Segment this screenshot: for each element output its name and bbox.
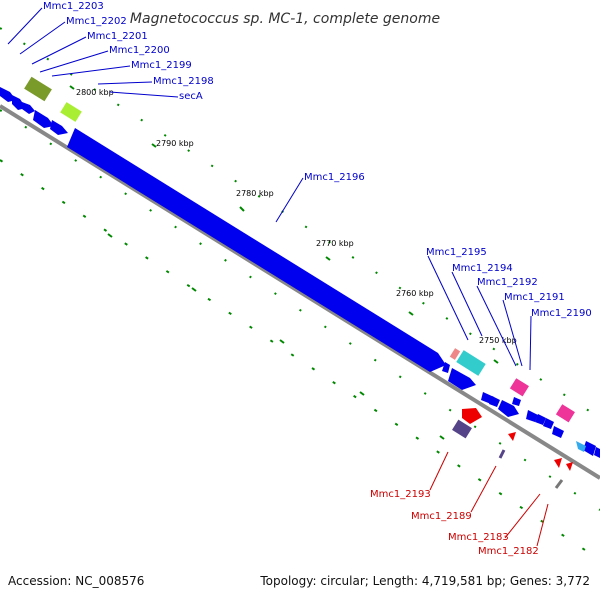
genome-backbone bbox=[0, 104, 600, 480]
gene-arrow bbox=[442, 362, 450, 373]
label-mmc1-2200: Mmc1_2200 bbox=[109, 45, 170, 56]
tick-label-2750: 2750 kbp bbox=[479, 336, 517, 345]
gene-purple bbox=[452, 419, 472, 439]
gene-arrow bbox=[512, 397, 521, 406]
label-mmc1-2196: Mmc1_2196 bbox=[304, 172, 365, 183]
label-mmc1-2183: Mmc1_2183 bbox=[448, 532, 509, 543]
gene-salmon bbox=[449, 348, 461, 360]
tick-label-2760: 2760 kbp bbox=[396, 289, 434, 298]
gene-arrow bbox=[583, 441, 596, 456]
label-mmc1-2199: Mmc1_2199 bbox=[131, 60, 192, 71]
label-seca: secA bbox=[179, 91, 203, 102]
bottom-gene-labels: Mmc1_2193 Mmc1_2189 Mmc1_2183 Mmc1_2182 bbox=[370, 489, 539, 557]
gene-magenta-1 bbox=[509, 378, 529, 397]
ruler-ticks bbox=[69, 85, 499, 440]
gene-cyan bbox=[456, 350, 486, 376]
blue-leader-lines bbox=[7, 7, 532, 371]
gene-mmc1-2183-arrow bbox=[554, 458, 562, 468]
gene-arrow bbox=[448, 368, 476, 390]
gene-arrow bbox=[552, 426, 564, 438]
label-mmc1-2190: Mmc1_2190 bbox=[531, 308, 592, 319]
gene-mmc1-2189-arrow bbox=[508, 432, 516, 441]
gene-lime bbox=[60, 102, 82, 122]
gene-arrow bbox=[543, 418, 554, 429]
red-leader-lines bbox=[429, 451, 549, 547]
ruler-tick-labels: 2800 kbp 2790 kbp 2780 kbp 2770 kbp 2760… bbox=[76, 88, 517, 345]
gene-mmc1-2196 bbox=[67, 128, 446, 372]
gene-olive bbox=[24, 76, 52, 102]
label-mmc1-2192: Mmc1_2192 bbox=[477, 277, 538, 288]
label-mmc1-2182: Mmc1_2182 bbox=[478, 546, 539, 557]
tick-label-2800: 2800 kbp bbox=[76, 88, 114, 97]
tick-label-2790: 2790 kbp bbox=[156, 139, 194, 148]
gene-magenta-2 bbox=[555, 404, 575, 423]
label-mmc1-2203: Mmc1_2203 bbox=[43, 1, 104, 12]
label-mmc1-2198: Mmc1_2198 bbox=[153, 76, 214, 87]
gene-grey-bar bbox=[554, 479, 564, 489]
tick-label-2770: 2770 kbp bbox=[316, 239, 354, 248]
gene-arrow bbox=[33, 110, 54, 128]
gene-lightblue bbox=[576, 441, 586, 452]
accession-text: Accession: NC_008576 bbox=[8, 574, 144, 588]
gene-arrow bbox=[535, 414, 546, 425]
top-gene-labels: Mmc1_2203 Mmc1_2202 Mmc1_2201 Mmc1_2200 … bbox=[43, 1, 214, 102]
outer-dotted-ring bbox=[0, 27, 600, 419]
inner-dotted-ring bbox=[0, 159, 600, 561]
gene-arrow bbox=[489, 396, 500, 407]
gene-arrow bbox=[22, 102, 35, 114]
label-mmc1-2202: Mmc1_2202 bbox=[66, 16, 127, 27]
gene-arrow bbox=[498, 400, 519, 417]
gene-arrow bbox=[50, 120, 68, 135]
label-mmc1-2195: Mmc1_2195 bbox=[426, 247, 487, 258]
mid-dotted-ring bbox=[0, 109, 600, 511]
label-mmc1-2194: Mmc1_2194 bbox=[452, 263, 513, 274]
label-mmc1-2193: Mmc1_2193 bbox=[370, 489, 431, 500]
forward-genes bbox=[0, 87, 600, 458]
genome-summary-text: Topology: circular; Length: 4,719,581 bp… bbox=[259, 574, 590, 588]
label-mmc1-2191: Mmc1_2191 bbox=[504, 292, 565, 303]
gene-arrow bbox=[526, 410, 538, 422]
gene-mmc1-2193 bbox=[462, 408, 482, 424]
gene-mmc1-2182-arrow bbox=[566, 462, 573, 471]
map-title: Magnetococcus sp. MC-1, complete genome bbox=[130, 11, 440, 27]
label-mmc1-2189: Mmc1_2189 bbox=[411, 511, 472, 522]
tick-label-2780: 2780 kbp bbox=[236, 189, 274, 198]
right-gene-labels: Mmc1_2195 Mmc1_2194 Mmc1_2192 Mmc1_2191 … bbox=[426, 247, 592, 319]
gene-mmc1-2189-bar bbox=[498, 449, 506, 459]
gene-arrow bbox=[594, 447, 600, 458]
label-mmc1-2201: Mmc1_2201 bbox=[87, 31, 148, 42]
